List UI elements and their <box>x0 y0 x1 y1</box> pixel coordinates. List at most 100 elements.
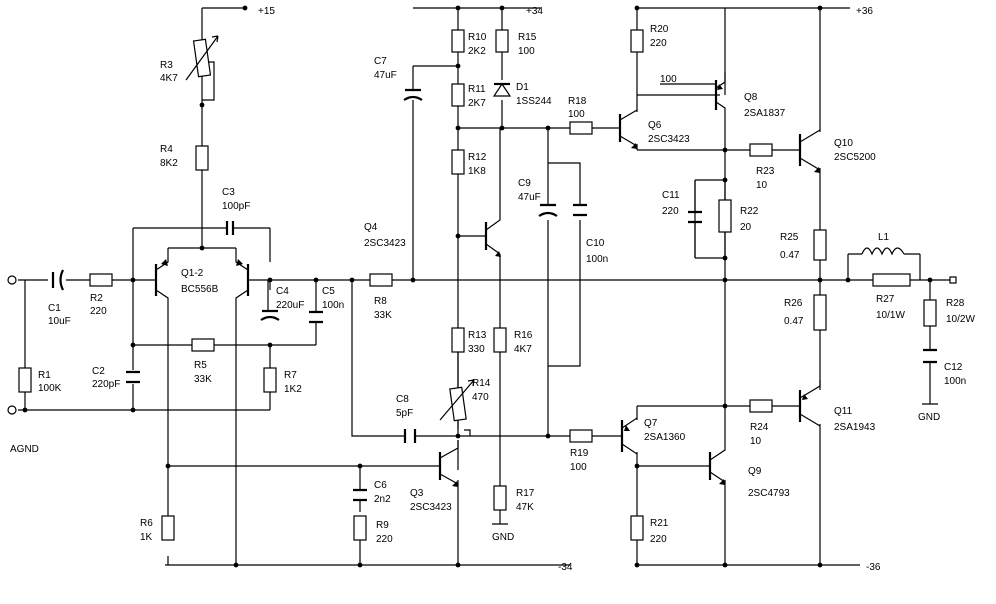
q3-label: Q3 <box>410 488 424 499</box>
r11-value: 2K7 <box>468 98 486 109</box>
c7-value: 47uF <box>374 70 397 81</box>
q8-transistor <box>714 72 726 110</box>
vminus34-label: -34 <box>558 562 573 573</box>
r12-label: R12 <box>468 152 487 163</box>
r25-body <box>813 229 827 261</box>
r14-value: 470 <box>472 392 489 403</box>
c6-cap <box>353 488 367 502</box>
r16-value: 4K7 <box>514 344 532 355</box>
d1-diode <box>492 82 512 97</box>
r22-label: R22 <box>740 206 759 217</box>
c10-label: C10 <box>586 238 605 249</box>
c8-value: 5pF <box>396 408 413 419</box>
c9-label: C9 <box>518 178 531 189</box>
r4-body <box>195 145 209 171</box>
r23-label: R23 <box>756 166 775 177</box>
c5-cap <box>309 310 323 324</box>
r23-body <box>749 143 773 157</box>
r20-body <box>630 29 644 53</box>
r3-label: R3 <box>160 60 173 71</box>
r28-body <box>923 299 937 327</box>
r24-value: 10 <box>750 436 762 447</box>
r9-body <box>353 515 367 541</box>
l1-inductor <box>861 247 905 256</box>
r11-label: R11 <box>468 84 486 95</box>
r10-label: R10 <box>468 32 487 43</box>
r18-body <box>569 121 593 135</box>
q11-label: Q11 <box>834 406 853 417</box>
r1-body <box>18 367 32 393</box>
r14-label: R14 <box>472 378 491 389</box>
c6-value: 2n2 <box>374 494 391 505</box>
q7-transistor <box>618 417 638 455</box>
d1-label: D1 <box>516 82 529 93</box>
q10-value: 2SC5200 <box>834 152 876 163</box>
r15-body <box>495 29 509 53</box>
r21-body <box>630 515 644 541</box>
r2-body <box>89 273 113 287</box>
r8-body <box>369 273 393 287</box>
q11-transistor <box>798 380 821 427</box>
terminals <box>7 275 957 415</box>
agnd-label: AGND <box>10 444 39 455</box>
q3-value: 2SC3423 <box>410 502 452 513</box>
labels: +15 +34 +36 -34 -36 AGND GND GND R1 100K… <box>10 6 975 573</box>
r10-body <box>451 29 465 53</box>
r17-value: 47K <box>516 502 534 513</box>
c3-label: C3 <box>222 187 235 198</box>
vplus15-label: +15 <box>258 6 275 17</box>
d1-value: 1SS244 <box>516 96 552 107</box>
r23-value: 10 <box>756 180 768 191</box>
r7-body <box>263 367 277 393</box>
c7-cap <box>403 88 423 101</box>
r5-body <box>191 338 215 352</box>
q8-resistor-value: 100 <box>660 74 677 85</box>
c7-label: C7 <box>374 56 387 67</box>
r11-body <box>451 83 465 107</box>
c5-value: 100n <box>322 300 344 311</box>
c8-label: C8 <box>396 394 409 405</box>
c6-label: C6 <box>374 480 387 491</box>
c9-value: 47uF <box>518 192 541 203</box>
q4-value: 2SC3423 <box>364 238 406 249</box>
c1-cap <box>51 269 64 291</box>
r6-body <box>161 515 175 541</box>
r8-label: R8 <box>374 296 387 307</box>
r12-value: 1K8 <box>468 166 486 177</box>
c12-label: C12 <box>944 362 963 373</box>
r15-label: R15 <box>518 32 537 43</box>
q4-label: Q4 <box>364 222 378 233</box>
r9-value: 220 <box>376 534 393 545</box>
c2-value: 220pF <box>92 379 120 390</box>
c9-cap <box>538 203 558 217</box>
r21-label: R21 <box>650 518 669 529</box>
r22-value: 20 <box>740 222 752 233</box>
r27-body <box>872 273 911 287</box>
gnd-out-label: GND <box>918 412 940 423</box>
l1-label: L1 <box>878 232 890 243</box>
r27-label: R27 <box>876 294 895 305</box>
q10-label: Q10 <box>834 138 853 149</box>
c12-value: 100n <box>944 376 966 387</box>
q3-transistor <box>438 440 459 487</box>
r5-value: 33K <box>194 374 212 385</box>
r28-label: R28 <box>946 298 965 309</box>
r19-value: 100 <box>570 462 587 473</box>
capacitors <box>51 88 937 502</box>
r2-value: 220 <box>90 306 107 317</box>
c8-cap <box>403 429 417 443</box>
r3-pot <box>185 35 219 101</box>
c10-value: 100n <box>586 254 608 265</box>
r22-body <box>718 199 732 233</box>
c2-cap <box>126 370 140 384</box>
vplus34-label: +34 <box>526 6 543 17</box>
c11-label: C11 <box>662 190 680 201</box>
r20-label: R20 <box>650 24 669 35</box>
q7-value: 2SA1360 <box>644 432 686 443</box>
r3-value: 4K7 <box>160 73 178 84</box>
c3-cap <box>225 221 235 235</box>
q4-transistor <box>484 128 501 257</box>
gnd-r17-label: GND <box>492 532 514 543</box>
r15-value: 100 <box>518 46 535 57</box>
